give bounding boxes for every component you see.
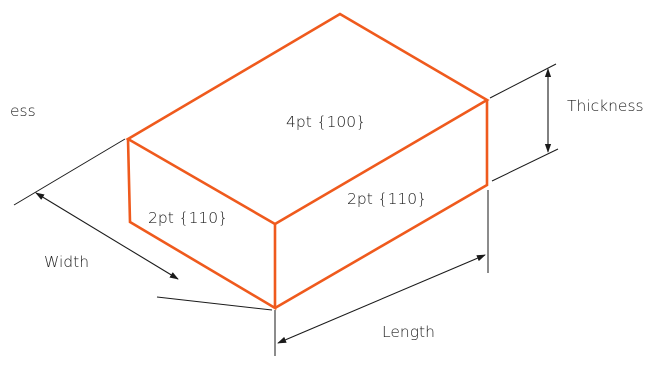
ext-line-front-bottom	[156, 296, 273, 311]
dimension-lines	[35, 68, 552, 344]
side-face-label: 2pt {110}	[347, 190, 427, 208]
length-label: Length	[382, 323, 435, 341]
front-face-edges	[126, 138, 277, 311]
width-label: Width	[44, 253, 89, 271]
ext-line-bottom-right	[491, 148, 559, 182]
cut-off-label: ess	[10, 102, 36, 120]
ext-line-top-left	[13, 138, 126, 206]
ext-line-top-right	[489, 63, 557, 99]
length-dimension	[277, 254, 486, 344]
thickness-label: Thickness	[567, 97, 644, 115]
labels: 4pt {100} 2pt {110} 2pt {110} Thickness …	[10, 97, 644, 341]
front-face-label: 2pt {110}	[148, 209, 228, 227]
extension-lines	[13, 63, 559, 356]
top-face-label: 4pt {100}	[286, 113, 366, 131]
width-dimension	[35, 192, 179, 280]
slab-outline	[125, 12, 490, 311]
